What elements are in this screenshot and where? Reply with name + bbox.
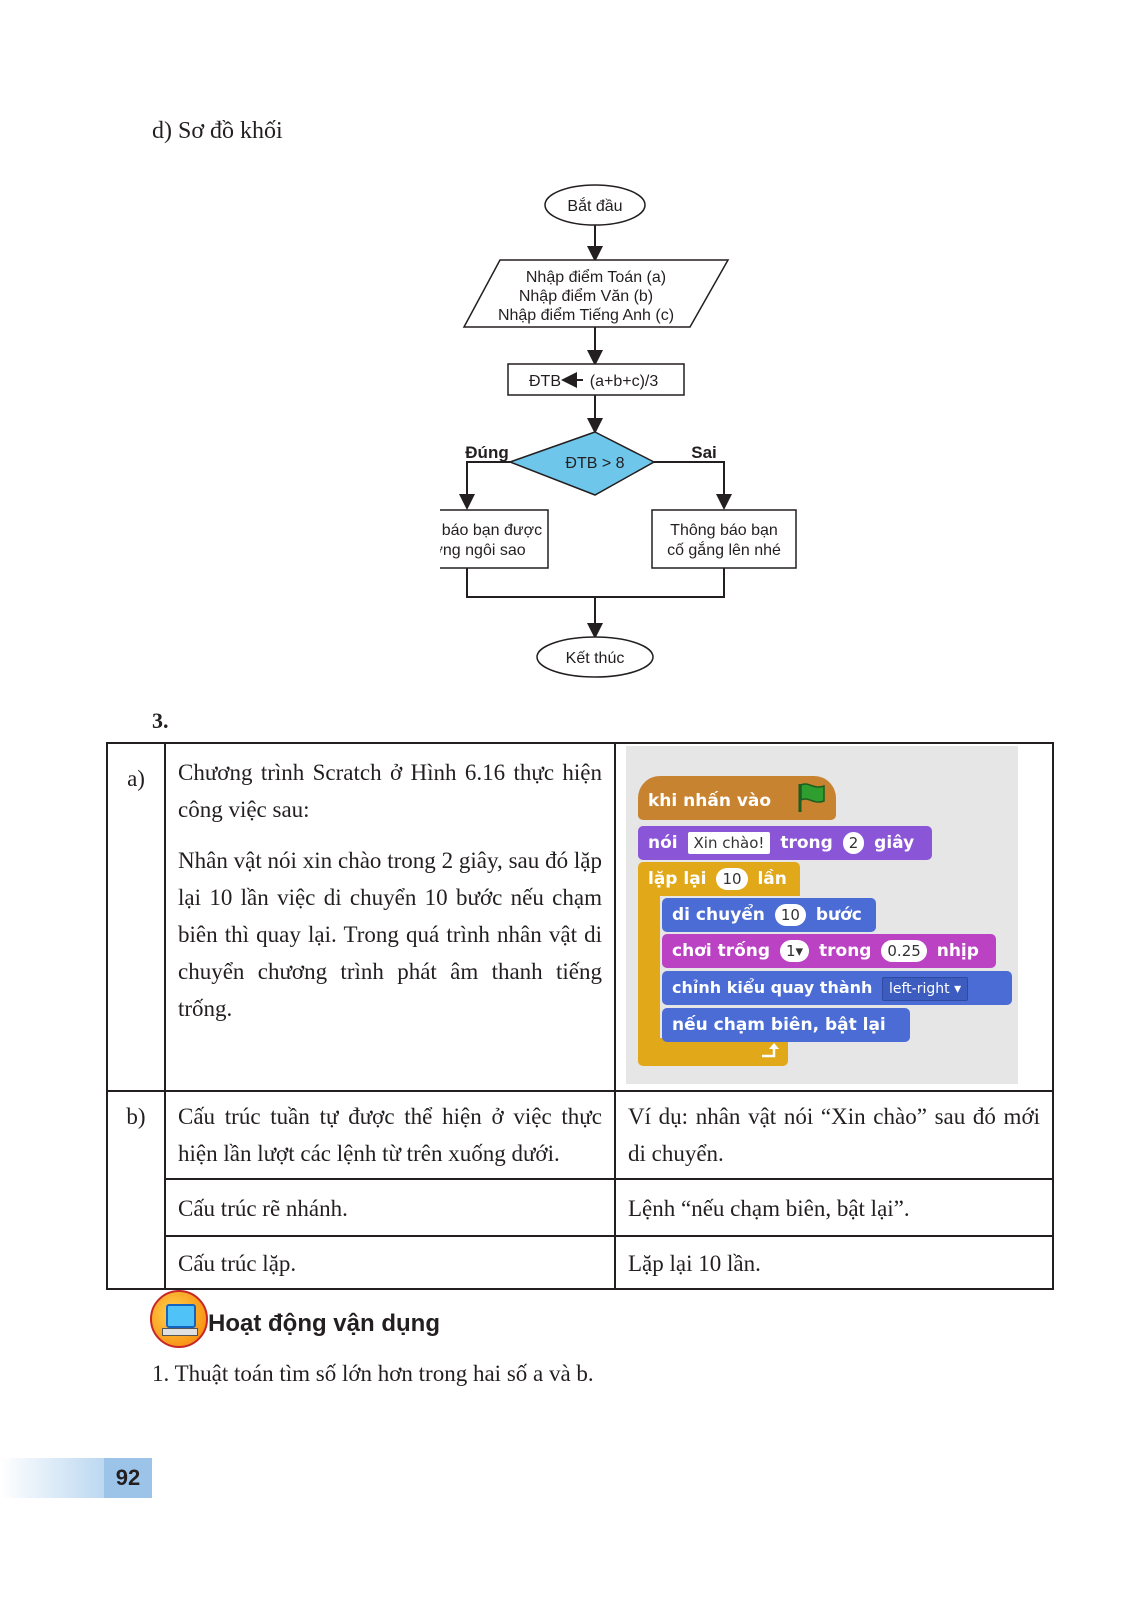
yes-action-line-2: thưởng ngôi sao: [440, 542, 526, 559]
rotation-word: chỉnh kiểu quay thành: [672, 978, 873, 997]
rotation-style-slot: left-right ▾: [882, 976, 969, 1001]
drum-unit: nhịp: [936, 941, 979, 961]
section-title: d) Sơ đồ khối: [152, 118, 283, 144]
drum-num-slot: 1▾: [780, 940, 810, 962]
input-line-1: Nhập điểm Toán (a): [526, 268, 666, 286]
repeat-block-foot: [638, 1038, 788, 1066]
row-b1-left: Cấu trúc tuần tự được thể hiện ở việc th…: [164, 1090, 616, 1180]
repeat-block: lặp lại 10 lần: [638, 862, 800, 896]
drum-in-word: trong: [819, 941, 872, 961]
input-parallelogram: [462, 259, 730, 328]
green-flag-icon: [798, 783, 825, 812]
move-steps-slot: 10: [774, 904, 806, 926]
row-b-label: b): [106, 1090, 166, 1290]
table-row-b2: Cấu trúc rẽ nhánh. Lệnh “nếu chạm biên, …: [107, 1178, 1054, 1237]
loop-arrow-icon: [762, 1043, 779, 1058]
repeat-count-slot: 10: [716, 868, 748, 890]
input-line-2: Nhập điểm Văn (b): [519, 287, 653, 305]
end-label: Kết thúc: [566, 650, 625, 667]
decision-diamond: [507, 431, 656, 496]
row-b3-right: Lặp lại 10 lần.: [614, 1235, 1054, 1290]
repeat-unit: lần: [757, 869, 787, 889]
answer-table: a) Chương trình Scratch ở Hình 6.16 thực…: [106, 742, 1054, 1290]
page-number: 92: [104, 1458, 152, 1498]
activity-item: 1. Thuật toán tìm số lớn hơn trong hai s…: [152, 1361, 594, 1386]
table-row-a: a) Chương trình Scratch ở Hình 6.16 thực…: [106, 742, 1054, 1092]
bounce-block: nếu chạm biên, bật lại: [662, 1008, 910, 1042]
scratch-script: khi nhấn vào nói Xin chào! trong 2 giây: [626, 746, 1018, 1084]
yes-action-line-1: Thông báo bạn được: [440, 522, 542, 539]
row-a-para-1: Chương trình Scratch ở Hình 6.16 thực hi…: [178, 760, 602, 822]
decision-label: ĐTB > 8: [565, 455, 624, 472]
say-block: nói Xin chào! trong 2 giây: [638, 826, 932, 860]
no-action-box: [651, 509, 797, 569]
say-word: nói: [648, 833, 678, 853]
row-a-para-2: Nhân vật nói xin chào trong 2 giây, sau …: [178, 848, 602, 1021]
assign-rhs: (a+b+c)/3: [590, 373, 659, 390]
say-in-word: trong: [780, 833, 833, 853]
rotation-block: chỉnh kiểu quay thành left-right ▾: [662, 971, 1012, 1005]
exercise-number: 3.: [152, 708, 169, 733]
drum-word: chơi trống: [672, 941, 771, 961]
yes-label: Đúng: [465, 443, 508, 462]
drum-beats-slot: 0.25: [881, 940, 927, 962]
computer-activity-icon: [150, 1290, 208, 1348]
hat-label: khi nhấn vào: [648, 791, 772, 811]
say-text-slot: Xin chào!: [687, 832, 771, 854]
flowchart: Bắt đầu Nhập điểm Toán (a) Nhập điểm Văn…: [440, 184, 797, 678]
yes-action-box: [440, 509, 549, 569]
row-b2-right: Lệnh “nếu chạm biên, bật lại”.: [614, 1178, 1054, 1237]
row-b3-left: Cấu trúc lặp.: [164, 1235, 616, 1290]
repeat-block-arm: [638, 894, 660, 1042]
assign-box: [507, 363, 685, 396]
move-word: di chuyển: [672, 905, 765, 925]
input-line-3: Nhập điểm Tiếng Anh (c): [498, 306, 674, 324]
row-a-label: a): [106, 742, 166, 1092]
no-action-line-1: Thông báo bạn: [670, 522, 778, 539]
row-a-description: Chương trình Scratch ở Hình 6.16 thực hi…: [164, 742, 616, 1092]
drum-block: chơi trống 1▾ trong 0.25 nhịp: [662, 934, 996, 968]
start-label: Bắt đầu: [567, 196, 622, 215]
scratch-cell: khi nhấn vào nói Xin chào! trong 2 giây: [614, 742, 1054, 1092]
rotation-style: left-right: [889, 980, 950, 997]
assign-lhs: ĐTB: [529, 373, 561, 390]
move-unit: bước: [815, 905, 862, 925]
activity-title: Hoạt động vận dụng: [208, 1310, 440, 1337]
end-terminal: [536, 636, 654, 678]
bounce-label: nếu chạm biên, bật lại: [672, 1015, 886, 1035]
drum-num: 1: [786, 942, 796, 960]
no-action-line-2: cố gắng lên nhé: [667, 540, 781, 559]
say-secs-slot: 2: [842, 832, 865, 854]
no-label: Sai: [691, 443, 717, 462]
table-row-b1: b) Cấu trúc tuần tự được thể hiện ở việc…: [106, 1090, 1054, 1290]
repeat-word: lặp lại: [648, 869, 707, 889]
move-block: di chuyển 10 bước: [662, 898, 876, 932]
say-unit: giây: [874, 833, 915, 853]
row-b2-left: Cấu trúc rẽ nhánh.: [164, 1178, 616, 1237]
hat-block: khi nhấn vào: [638, 776, 836, 820]
row-b1-right: Ví dụ: nhân vật nói “Xin chào” sau đó mớ…: [614, 1090, 1054, 1180]
table-row-b3: Cấu trúc lặp. Lặp lại 10 lần.: [107, 1235, 1054, 1290]
